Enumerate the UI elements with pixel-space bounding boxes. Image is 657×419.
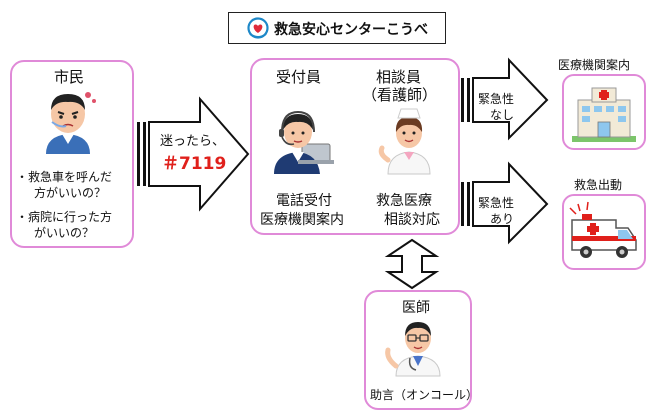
ambulance-icon — [569, 201, 637, 258]
citizen-question-2-line1: ・病院に行った方 — [16, 210, 113, 224]
consultant-role-line2: 相談対応 — [384, 212, 440, 228]
worried-citizen-icon — [46, 92, 96, 154]
heart-logo-icon — [247, 17, 269, 39]
citizen-question-2-line2: がいいの？ — [34, 226, 95, 240]
route-arrow-urgent — [461, 161, 549, 245]
call-arrow-line1: 迷ったら、 — [160, 134, 226, 149]
route-arrow-non-urgent — [461, 57, 549, 141]
call-arrow-number: ＃7119 — [162, 154, 227, 174]
double-arrow — [384, 238, 440, 290]
ambulance-label: 救急出動 — [574, 178, 623, 192]
hospital-label: 医療機関案内 — [558, 58, 631, 72]
non-urgent-line1: 緊急性 — [478, 92, 515, 106]
consultant-subtitle: （看護師） — [362, 86, 438, 104]
receptionist-title: 受付員 — [276, 68, 322, 86]
receptionist-role-line2: 医療機関案内 — [260, 212, 344, 228]
receptionist-role-line1: 電話受付 — [276, 193, 332, 209]
urgent-line2: あり — [490, 212, 515, 226]
title-box — [228, 12, 446, 44]
citizen-question-1-line2: 方がいいの？ — [34, 186, 107, 200]
non-urgent-line2: なし — [490, 108, 515, 122]
receptionist-headset-icon — [274, 110, 334, 174]
urgent-line1: 緊急性 — [478, 196, 515, 210]
consultant-title: 相談員 — [376, 68, 422, 86]
doctor-label: 医師 — [402, 300, 430, 316]
citizen-question-1-line1: ・救急車を呼んだ — [16, 170, 113, 184]
title-text: 救急安心センターこうべ — [274, 22, 428, 38]
call-arrow — [137, 96, 250, 212]
center-box — [250, 58, 460, 235]
hospital-icon — [572, 87, 636, 142]
doctor-icon — [385, 322, 441, 377]
nurse-icon — [378, 108, 431, 175]
consultant-role-line1: 救急医療 — [376, 193, 432, 209]
citizen-label: 市民 — [54, 68, 85, 86]
doctor-role: 助言（オンコール） — [370, 388, 479, 402]
